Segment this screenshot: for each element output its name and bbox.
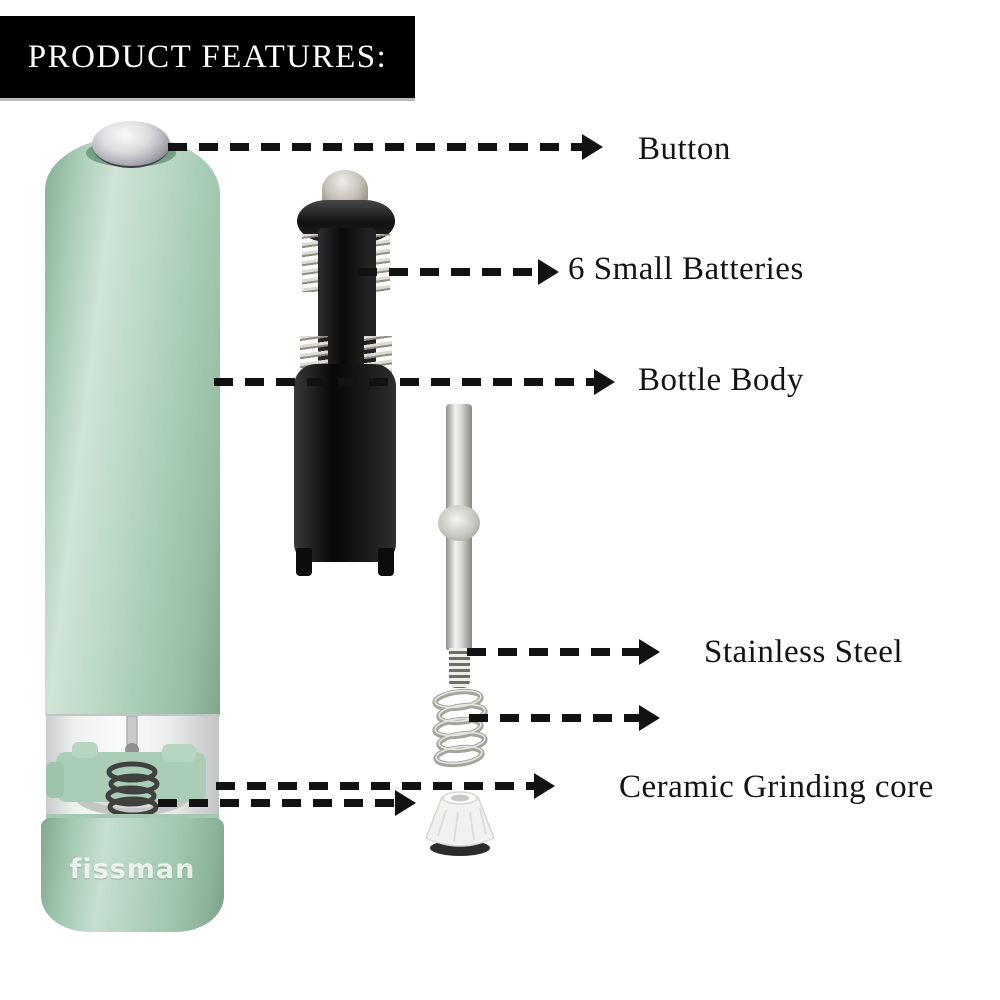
grinder-body	[45, 136, 220, 718]
label-stainless-steel: Stainless Steel	[704, 634, 904, 670]
grinder-base: fissman	[41, 818, 224, 932]
rod-threaded-tip	[449, 648, 470, 688]
dashed-arrow-ceramic-label	[216, 773, 555, 799]
spring-icon	[432, 688, 488, 768]
chrome-button-icon	[92, 121, 170, 168]
dashed-arrow-bottle-body	[214, 369, 615, 395]
dashed-arrow-stainless-steel	[467, 639, 660, 665]
grinder-mechanism	[46, 716, 219, 824]
dashed-arrow-batteries	[358, 259, 559, 285]
rod-center-bulge	[438, 505, 480, 541]
label-batteries: 6 Small Batteries	[568, 251, 804, 287]
dashed-arrow-button	[168, 134, 603, 160]
dashed-arrow-ceramic-part	[158, 790, 416, 816]
product-features-banner: PRODUCT FEATURES:	[0, 16, 415, 98]
bottle-body-foot	[296, 548, 312, 576]
bottle-body-foot	[378, 548, 394, 576]
dashed-arrow-spring	[469, 705, 660, 731]
label-bottle-body: Bottle Body	[638, 362, 804, 398]
banner-title: PRODUCT FEATURES:	[27, 38, 388, 75]
label-button: Button	[638, 131, 731, 167]
label-ceramic-core: Ceramic Grinding core	[619, 769, 934, 805]
brand-logo: fissman	[69, 854, 196, 885]
bottle-body-part	[294, 364, 396, 562]
grinder-transparent-window	[46, 714, 219, 825]
ceramic-grinding-core-icon	[425, 791, 495, 856]
